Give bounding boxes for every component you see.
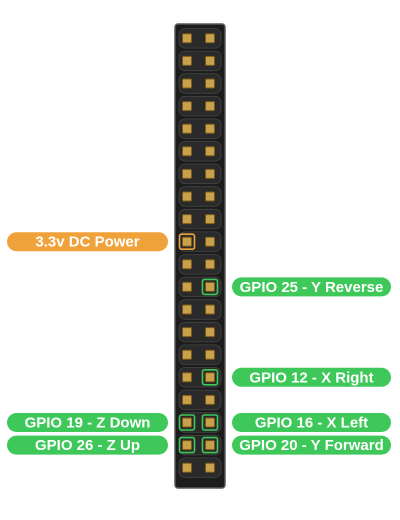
pin-7-1 bbox=[182, 168, 192, 179]
pin-18-2 bbox=[205, 417, 215, 428]
power-label-pill bbox=[7, 232, 168, 252]
pin-1-1 bbox=[182, 33, 192, 44]
pin-10-2 bbox=[205, 236, 215, 247]
pin-7-2 bbox=[205, 168, 215, 179]
pin-16-2 bbox=[205, 372, 215, 383]
pin-11-1 bbox=[182, 259, 192, 270]
pin-8-2 bbox=[205, 191, 215, 202]
pin-18-1 bbox=[182, 417, 192, 428]
pin-20-2 bbox=[205, 462, 215, 473]
gpio19-label-text: GPIO 19 - Z Down bbox=[25, 415, 151, 432]
gpio20-label-text: GPIO 20 - Y Forward bbox=[239, 437, 384, 454]
pin-17-1 bbox=[182, 394, 192, 405]
gpio19-label-pill bbox=[7, 413, 168, 432]
pin-12-1 bbox=[182, 281, 192, 292]
pin-9-2 bbox=[205, 214, 215, 225]
pin-1-2 bbox=[205, 33, 215, 44]
pin-6-1 bbox=[182, 146, 192, 157]
pin-3-1 bbox=[182, 78, 192, 89]
gpio16-label-text: GPIO 16 - X Left bbox=[255, 415, 368, 432]
gpio12-pin-highlight bbox=[201, 368, 219, 386]
pin-2-2 bbox=[205, 55, 215, 66]
pin-2-1 bbox=[182, 55, 192, 66]
power-pin-highlight bbox=[178, 233, 196, 250]
power-label-text: 3.3v DC Power bbox=[35, 234, 139, 251]
pin-5-2 bbox=[205, 123, 215, 134]
pin-3-2 bbox=[205, 78, 215, 89]
pin-14-2 bbox=[205, 327, 215, 338]
pin-8-1 bbox=[182, 191, 192, 202]
gpio26-label-text: GPIO 26 - Z Up bbox=[35, 437, 140, 454]
pin-15-2 bbox=[205, 349, 215, 360]
gpio16-label-pill bbox=[232, 413, 391, 432]
gpio19-pin-highlight bbox=[178, 414, 196, 431]
pin-15-1 bbox=[182, 349, 192, 360]
pin-19-2 bbox=[205, 440, 215, 451]
gpio16-pin-highlight bbox=[201, 414, 219, 431]
gpio25-pin-highlight bbox=[201, 278, 219, 296]
pin-16-1 bbox=[182, 372, 192, 383]
gpio20-label-pill bbox=[232, 435, 391, 455]
pin-9-1 bbox=[182, 214, 192, 225]
pin-4-1 bbox=[182, 101, 192, 112]
pin-14-1 bbox=[182, 327, 192, 338]
pin-5-1 bbox=[182, 123, 192, 134]
gpio12-label-pill bbox=[232, 367, 391, 387]
gpio26-label-pill bbox=[7, 435, 168, 455]
pin-4-2 bbox=[205, 101, 215, 112]
gpio20-pin-highlight bbox=[201, 436, 219, 454]
gpio25-label-text: GPIO 25 - Y Reverse bbox=[240, 279, 384, 296]
gpio12-label-text: GPIO 12 - X Right bbox=[249, 369, 373, 386]
pin-10-1 bbox=[182, 236, 192, 247]
gpio26-pin-highlight bbox=[178, 436, 196, 454]
pin-20-1 bbox=[182, 462, 192, 473]
pin-header bbox=[174, 23, 226, 489]
pin-17-2 bbox=[205, 394, 215, 405]
pin-13-1 bbox=[182, 304, 192, 315]
pin-13-2 bbox=[205, 304, 215, 315]
pin-19-1 bbox=[182, 440, 192, 451]
pin-11-2 bbox=[205, 259, 215, 270]
pin-6-2 bbox=[205, 146, 215, 157]
pin-12-2 bbox=[205, 281, 215, 292]
gpio25-label-pill bbox=[232, 277, 391, 297]
